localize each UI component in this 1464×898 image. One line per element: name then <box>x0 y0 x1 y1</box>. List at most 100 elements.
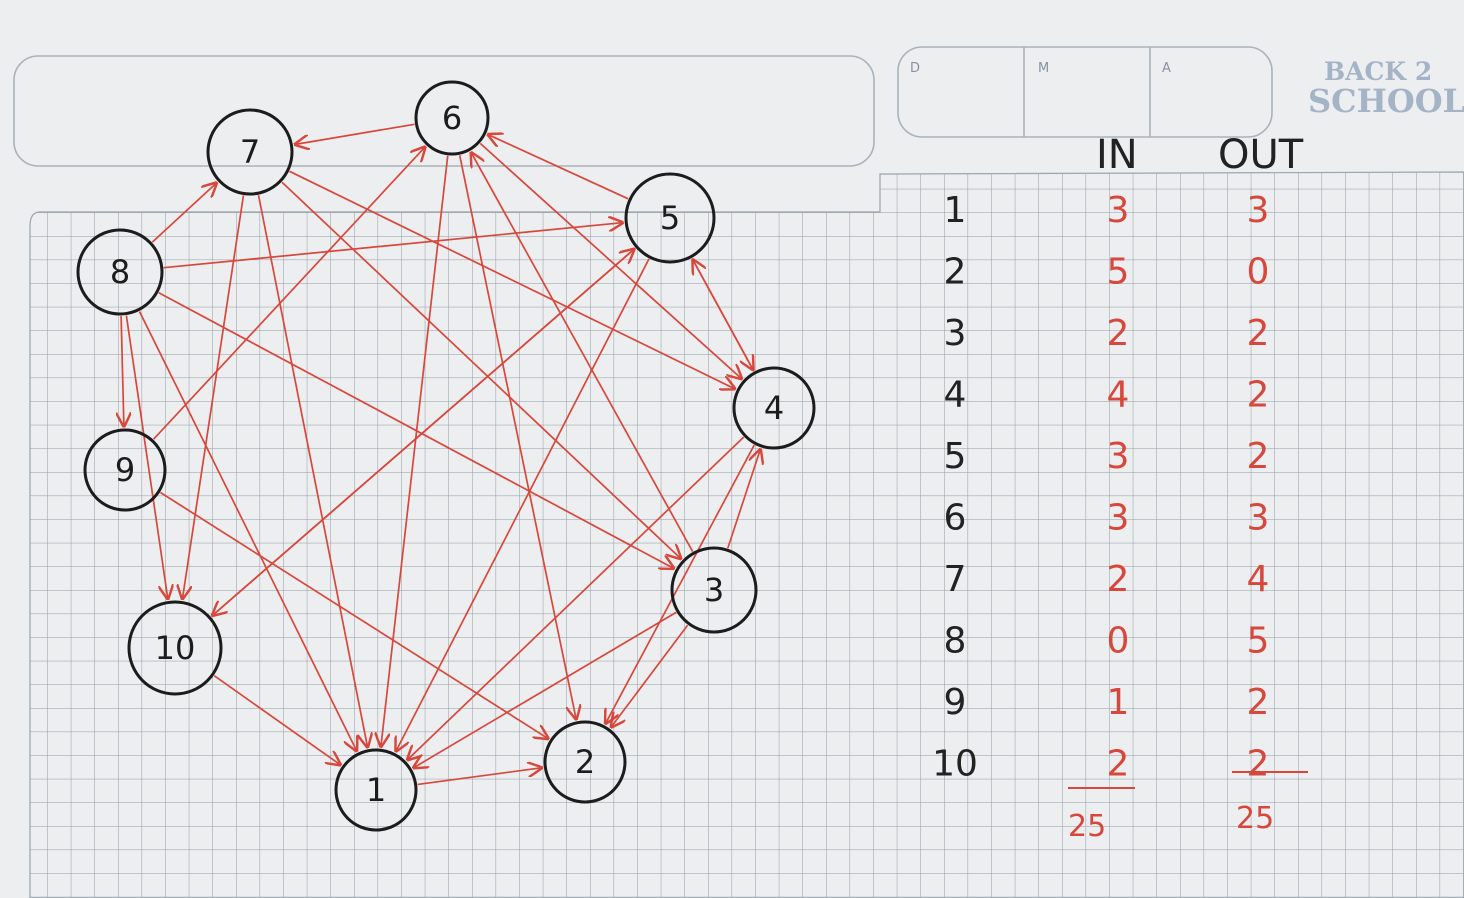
table-row-node: 3 <box>944 313 967 354</box>
table-row-out: 3 <box>1247 498 1270 539</box>
edge-3-to-4 <box>726 450 760 549</box>
node-circle <box>334 748 418 832</box>
edge-3-to-1 <box>414 611 677 767</box>
node-label: 4 <box>764 389 784 427</box>
node-5: 5 <box>624 172 716 264</box>
date-label-month: M <box>1038 61 1049 76</box>
table-row-node: 5 <box>944 436 967 477</box>
edge-9-to-6 <box>152 147 425 440</box>
node-circle <box>670 546 758 634</box>
edge-7-to-3 <box>281 181 681 558</box>
edge-6-to-4 <box>479 142 741 378</box>
node-10: 10 <box>127 600 223 696</box>
table-row-in: 4 <box>1107 375 1130 416</box>
table-row-in: 0 <box>1107 621 1130 662</box>
edge-6-to-7 <box>295 123 415 144</box>
out-column-header: OUT <box>1218 132 1304 178</box>
node-circle <box>624 172 716 264</box>
edge-7-to-4 <box>289 170 735 388</box>
table-row-in: 3 <box>1107 190 1130 231</box>
node-label: 5 <box>660 199 680 237</box>
edge-7-to-10 <box>182 195 245 599</box>
node-6: 6 <box>414 80 490 156</box>
node-label: 9 <box>115 451 135 489</box>
node-circle <box>543 720 627 804</box>
total-out-value: 25 <box>1236 801 1274 836</box>
node-circle <box>732 366 816 450</box>
edge-8-to-9 <box>121 315 124 426</box>
edge-5-to-6 <box>488 135 629 200</box>
table-row-in: 1 <box>1107 682 1130 723</box>
brand-logo-line2: SCHOOL <box>1308 82 1464 120</box>
table-row-out: 2 <box>1247 436 1270 477</box>
table-row-node: 9 <box>944 682 967 723</box>
node-3: 3 <box>670 546 758 634</box>
brand-logo-line1: BACK 2 <box>1324 57 1432 86</box>
edge-8-to-7 <box>151 183 216 243</box>
table-row-node: 6 <box>944 498 967 539</box>
table-row-out: 2 <box>1247 682 1270 723</box>
node-label: 7 <box>240 133 260 171</box>
edge-8-to-1 <box>138 311 356 750</box>
table-row-in: 3 <box>1107 436 1130 477</box>
grid-area <box>29 171 1464 898</box>
node-label: 2 <box>575 743 595 781</box>
table-row-in: 2 <box>1107 313 1130 354</box>
table-row-node: 2 <box>944 252 967 293</box>
edge-4-to-5 <box>693 260 755 372</box>
in-column-header: IN <box>1096 132 1138 178</box>
node-circle <box>414 80 490 156</box>
table-row-in: 3 <box>1107 498 1130 539</box>
node-2: 2 <box>543 720 627 804</box>
node-1: 1 <box>334 748 418 832</box>
node-circle <box>206 108 294 196</box>
table-row-node: 1 <box>944 190 967 231</box>
table-row-node: 4 <box>944 375 967 416</box>
edge-8-to-5 <box>163 223 622 269</box>
table-row-out: 2 <box>1247 744 1270 785</box>
edge-10-to-1 <box>213 675 340 765</box>
edge-7-to-1 <box>257 195 368 747</box>
graph-nodes: 1 2 3 4 5 6 7 8 9 10 <box>76 80 816 832</box>
node-9: 9 <box>83 428 167 512</box>
node-circle <box>83 428 167 512</box>
edge-4-to-2 <box>606 444 755 723</box>
edge-1-to-2 <box>417 768 542 786</box>
graph-edges <box>121 123 760 786</box>
table-row-node: 7 <box>944 559 967 600</box>
total-in-value: 25 <box>1068 809 1106 844</box>
table-row-out: 2 <box>1247 313 1270 354</box>
edge-8-to-10 <box>125 315 167 599</box>
edge-9-to-2 <box>160 491 547 739</box>
node-label: 3 <box>704 571 724 609</box>
node-8: 8 <box>76 228 164 316</box>
edge-6-to-1 <box>381 155 449 747</box>
table-row-out: 0 <box>1247 252 1270 293</box>
table-row-in: 2 <box>1107 744 1130 785</box>
table-row-node: 10 <box>932 744 978 785</box>
table-row-in: 5 <box>1107 252 1130 293</box>
node-circle <box>127 600 223 696</box>
node-label: 1 <box>366 771 386 809</box>
edge-3-to-2 <box>611 624 689 727</box>
date-label-year: A <box>1162 61 1171 76</box>
node-7: 7 <box>206 108 294 196</box>
edge-3-to-6 <box>471 153 694 552</box>
table-row-out: 4 <box>1247 559 1270 600</box>
edge-5-to-1 <box>396 258 650 751</box>
table-row-node: 8 <box>944 621 967 662</box>
node-4: 4 <box>732 366 816 450</box>
node-label: 8 <box>110 253 130 291</box>
node-label: 10 <box>155 629 196 667</box>
title-box <box>13 55 875 167</box>
table-row-out: 3 <box>1247 190 1270 231</box>
date-label-day: D <box>910 61 920 76</box>
date-box <box>897 46 1273 138</box>
node-label: 6 <box>442 99 462 137</box>
edge-4-to-1 <box>408 436 745 759</box>
edge-5-to-10 <box>213 247 636 615</box>
table-row-out: 2 <box>1247 375 1270 416</box>
table-row-in: 2 <box>1107 559 1130 600</box>
node-circle <box>76 228 164 316</box>
